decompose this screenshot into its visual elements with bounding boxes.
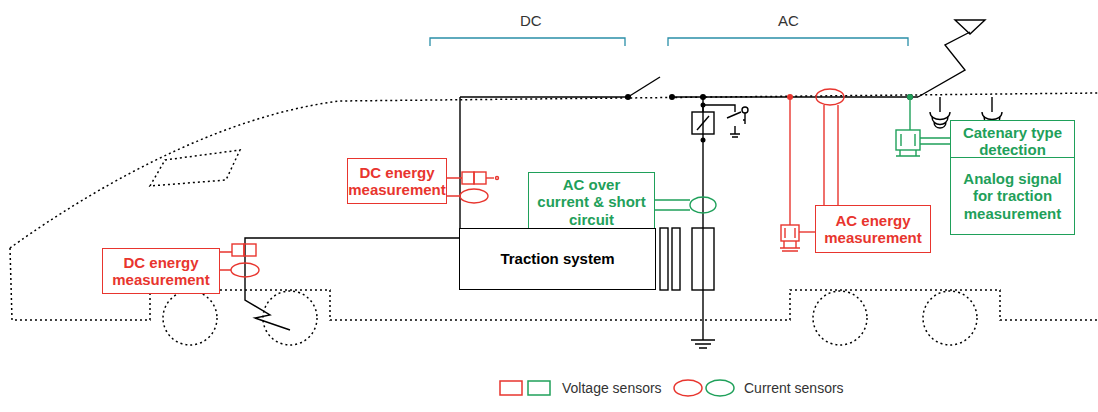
box-text: AC over current & short circuit [535, 176, 648, 228]
measurement-box: AC energy measurement [815, 205, 931, 253]
bracket [430, 38, 908, 46]
measurement-box: DC energy measurement [347, 158, 447, 204]
legend-text: Voltage sensors [562, 380, 662, 396]
box-text: Catenary type detection [957, 124, 1068, 159]
box-text: Traction system [500, 250, 614, 267]
section-label: DC [520, 12, 542, 29]
protection-box: AC over current & short circuit [528, 172, 655, 232]
legend-sample [500, 380, 734, 396]
section-label: AC [778, 12, 799, 29]
box-text: DC energy measurement [109, 254, 213, 289]
legend-text: Current sensors [744, 380, 844, 396]
wiring [245, 20, 1002, 348]
junction-dot [625, 94, 913, 143]
signal-box: Analog signal for traction measurement [950, 157, 1075, 235]
box-text: DC energy measurement [348, 164, 446, 199]
box-text: Analog signal for traction measurement [957, 170, 1068, 222]
green-sensors [655, 97, 950, 213]
junction-dot [907, 94, 913, 100]
measurement-box: DC energy measurement [102, 248, 220, 294]
traction-box: Traction system [459, 228, 656, 290]
box-text: AC energy measurement [822, 212, 924, 247]
junction-dot [787, 94, 793, 100]
transformer [660, 228, 714, 290]
train-outline [10, 93, 1098, 345]
